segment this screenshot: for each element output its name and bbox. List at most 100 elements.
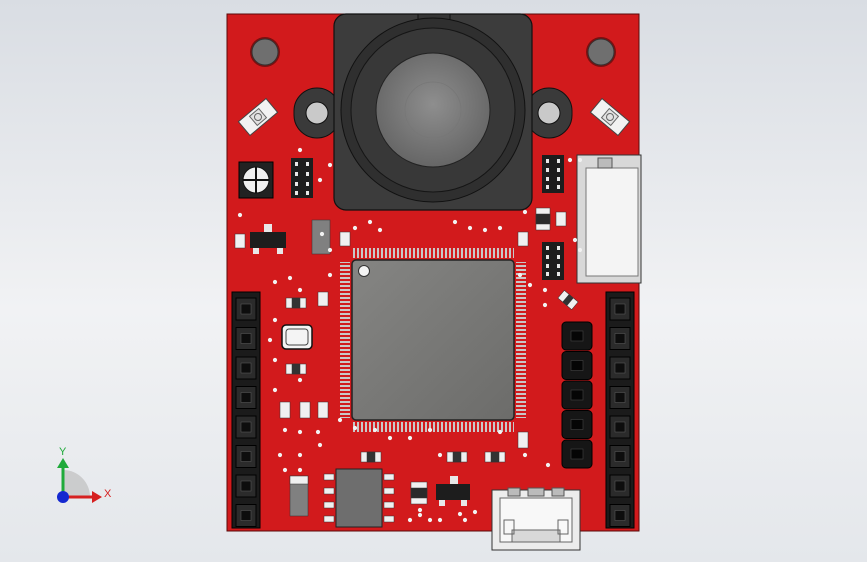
jumper-hole-4 — [570, 419, 584, 430]
regulator-bottom — [436, 476, 470, 506]
via — [437, 517, 443, 523]
header-left-pin-hole-5 — [240, 421, 252, 433]
jumper-hole-5 — [570, 448, 584, 460]
via — [522, 209, 528, 215]
jumper-hole-1 — [570, 330, 584, 342]
via — [297, 467, 303, 473]
via — [497, 429, 503, 435]
via — [352, 425, 358, 431]
via — [497, 225, 503, 231]
via — [317, 442, 323, 448]
via — [277, 452, 283, 458]
via — [387, 435, 393, 441]
via — [577, 157, 583, 163]
via — [272, 279, 278, 285]
y-axis-label: Y — [59, 446, 67, 458]
header-left-pin-hole-7 — [240, 480, 252, 492]
via — [407, 517, 413, 523]
via — [407, 435, 413, 441]
header-right-pin-hole-8 — [614, 510, 626, 521]
regulator-left — [250, 224, 286, 254]
via — [297, 147, 303, 153]
via — [527, 282, 533, 288]
header-right-pin-hole-5 — [614, 421, 626, 433]
jumper-block — [561, 321, 593, 469]
led-right — [589, 97, 631, 137]
via — [352, 225, 358, 231]
via — [545, 462, 551, 468]
led-left — [237, 97, 279, 137]
via — [377, 227, 383, 233]
jumper-hole-2 — [570, 360, 584, 371]
jumper-hole-3 — [570, 389, 584, 401]
via — [572, 237, 578, 243]
header-right-pin-hole-2 — [614, 333, 626, 344]
via — [327, 272, 333, 278]
diode — [557, 290, 579, 310]
header-right-pin-hole-7 — [614, 480, 626, 492]
camera-module — [293, 13, 573, 211]
ic-small-1 — [291, 158, 313, 198]
via — [367, 219, 373, 225]
header-left-pin-hole-3 — [240, 362, 252, 374]
sd-card-slot — [576, 154, 642, 284]
via — [522, 452, 528, 458]
via — [517, 272, 523, 278]
via — [467, 225, 473, 231]
via — [272, 357, 278, 363]
via — [282, 467, 288, 473]
header-right-pin-hole-1 — [614, 303, 626, 315]
usb-connector — [491, 487, 581, 551]
via — [297, 429, 303, 435]
header-left-pin-hole-2 — [240, 333, 252, 344]
header-left-pin-hole-1 — [240, 303, 252, 315]
via — [282, 427, 288, 433]
header-right — [605, 291, 635, 529]
via — [567, 157, 573, 163]
via — [272, 317, 278, 323]
via — [577, 247, 583, 253]
via — [427, 517, 433, 523]
via — [272, 387, 278, 393]
header-right-pin-hole-3 — [614, 362, 626, 374]
via — [297, 452, 303, 458]
via — [327, 162, 333, 168]
x-axis-label: X — [104, 488, 112, 500]
via — [437, 452, 443, 458]
via — [315, 429, 321, 435]
vias — [237, 147, 583, 523]
via — [297, 287, 303, 293]
crystal-oscillator — [281, 324, 313, 350]
via — [452, 219, 458, 225]
via — [462, 517, 468, 523]
header-left-pin-hole-6 — [240, 451, 252, 462]
via — [287, 275, 293, 281]
ic-small-3 — [542, 242, 564, 280]
header-right-pin-hole-4 — [614, 392, 626, 403]
via — [237, 212, 243, 218]
via — [542, 287, 548, 293]
via — [472, 509, 478, 515]
via — [457, 511, 463, 517]
via — [337, 417, 343, 423]
via — [417, 507, 423, 513]
mounting-holes — [250, 37, 616, 67]
header-right-pin-hole-6 — [614, 451, 626, 462]
ic-small-2 — [542, 155, 564, 193]
via — [317, 177, 323, 183]
header-left-pin-hole-8 — [240, 510, 252, 521]
via — [327, 247, 333, 253]
via — [372, 427, 378, 433]
via — [267, 337, 273, 343]
reset-button — [238, 161, 274, 199]
coordinate-triad: Y X — [57, 446, 112, 503]
ic-soic-bottom — [323, 468, 395, 528]
via — [482, 227, 488, 233]
main-mcu-chip — [340, 248, 526, 432]
via — [297, 377, 303, 383]
via — [427, 427, 433, 433]
via — [417, 512, 423, 518]
header-left — [231, 291, 261, 529]
capacitors — [234, 207, 567, 517]
